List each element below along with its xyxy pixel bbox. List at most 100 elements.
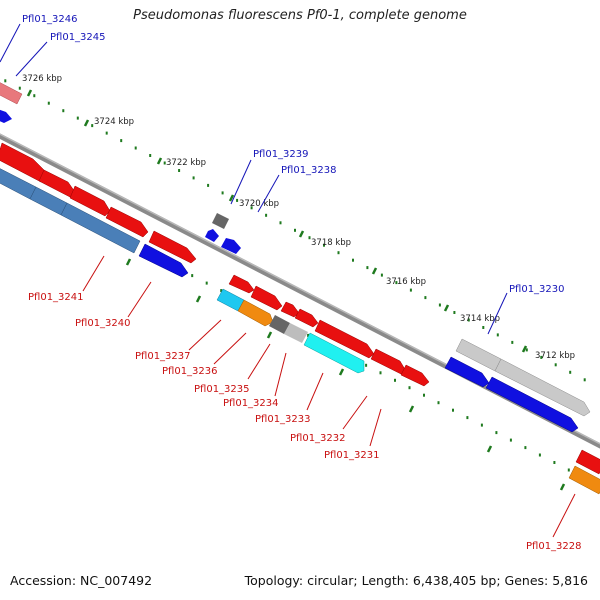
leader-line-top — [230, 159, 252, 205]
gene-feature-steelblue[interactable] — [60, 202, 141, 254]
minor-tick — [423, 393, 425, 397]
gene-feature-red[interactable] — [370, 348, 407, 375]
minor-tick — [149, 154, 152, 157]
gene-feature-blue[interactable] — [138, 243, 189, 278]
major-tick — [26, 89, 33, 97]
gene-label-bottom[interactable]: Pfl01_3241 — [28, 292, 84, 303]
minor-tick — [424, 296, 427, 300]
minor-tick — [76, 116, 79, 120]
minor-tick — [408, 386, 411, 390]
minor-tick — [366, 266, 369, 270]
gene-label-top[interactable]: Pfl01_3239 — [253, 149, 309, 160]
gene-feature-lightgrey[interactable] — [494, 358, 591, 417]
gene-feature-orange[interactable] — [568, 465, 600, 495]
label-leader-lines — [0, 23, 576, 538]
gene-feature-red[interactable] — [294, 308, 319, 328]
gene-feature-red[interactable] — [228, 274, 255, 294]
gene-label-bottom[interactable]: Pfl01_3237 — [135, 351, 191, 362]
minor-tick — [394, 378, 396, 382]
gene-feature-blue[interactable] — [444, 356, 490, 388]
leader-line-bottom — [247, 343, 271, 380]
gene-feature-red[interactable] — [280, 301, 300, 318]
minor-tick — [525, 348, 528, 352]
gene-feature-red[interactable] — [314, 319, 375, 359]
minor-tick — [91, 124, 94, 128]
gene-feature-orange[interactable] — [237, 299, 274, 327]
minor-tick — [409, 288, 412, 292]
leader-line-top — [0, 23, 21, 63]
gene-feature-red[interactable] — [575, 449, 600, 475]
minor-tick — [395, 281, 398, 285]
major-tick — [521, 345, 528, 353]
major-tick — [443, 304, 450, 312]
minor-tick — [495, 431, 498, 435]
minor-tick — [453, 311, 456, 314]
gene-feature-pink[interactable] — [0, 80, 23, 105]
leader-line-bottom — [342, 395, 368, 430]
accession-text: Accession: NC_007492 — [10, 573, 153, 588]
gene-feature-red[interactable] — [250, 285, 283, 311]
gene-feature-blue-small[interactable] — [221, 238, 241, 254]
minor-tick — [207, 183, 210, 187]
gene-features — [0, 80, 600, 495]
minor-tick — [352, 258, 354, 262]
gene-feature-blue[interactable] — [485, 376, 579, 433]
gene-feature-red[interactable] — [105, 206, 149, 238]
tick-label-3726: 3726 kbp — [22, 74, 62, 84]
leader-line-bottom — [127, 281, 152, 318]
minor-tick — [482, 326, 485, 329]
minor-tick — [18, 86, 21, 90]
gene-feature-grey[interactable] — [212, 213, 229, 229]
gene-label-bottom[interactable]: Pfl01_3234 — [223, 398, 279, 409]
gene-label-bottom[interactable]: Pfl01_3236 — [162, 366, 218, 377]
minor-tick — [120, 139, 123, 143]
minor-tick — [337, 251, 340, 255]
minor-tick — [191, 274, 194, 278]
gene-feature-blue-small[interactable] — [0, 108, 12, 123]
leader-line-bottom — [188, 319, 222, 351]
leader-line-bottom — [306, 372, 324, 411]
gene-feature-red[interactable] — [69, 185, 111, 217]
gene-label-top[interactable]: Pfl01_3238 — [281, 165, 337, 176]
minor-tick — [62, 109, 65, 113]
gene-label-bottom[interactable]: Pfl01_3233 — [255, 414, 311, 425]
major-tick — [298, 230, 305, 238]
minor-tick — [567, 468, 570, 472]
gene-label-bottom[interactable]: Pfl01_3228 — [526, 541, 582, 552]
major-tick — [371, 267, 378, 275]
gene-label-top[interactable]: Pfl01_3230 — [509, 284, 565, 295]
gene-label-bottom[interactable]: Pfl01_3235 — [194, 384, 250, 395]
major-ticks — [26, 89, 566, 491]
gene-feature-red[interactable] — [400, 364, 430, 387]
minor-tick — [221, 191, 224, 195]
minor-tick — [538, 453, 541, 457]
minor-tick — [480, 423, 483, 427]
gene-feature-red[interactable] — [148, 230, 197, 264]
major-tick — [156, 157, 163, 165]
minor-tick — [379, 371, 382, 375]
minor-tick — [540, 355, 543, 359]
gene-feature-cyan[interactable] — [303, 332, 365, 374]
minor-tick — [466, 416, 469, 420]
gene-feature-lightgrey[interactable] — [284, 323, 308, 343]
leader-line-bottom — [274, 352, 287, 397]
minor-tick — [192, 176, 195, 180]
minor-tick — [524, 446, 527, 450]
minor-tick — [569, 370, 572, 374]
gene-label-top[interactable]: Pfl01_3246 — [22, 14, 78, 25]
minor-tick — [380, 273, 383, 277]
gene-label-top[interactable]: Pfl01_3245 — [50, 32, 106, 43]
minor-tick — [583, 378, 586, 382]
gene-label-bottom[interactable]: Pfl01_3232 — [290, 433, 346, 444]
minor-tick — [265, 213, 268, 217]
gene-feature-blue-small[interactable] — [205, 229, 219, 242]
gene-label-bottom[interactable]: Pfl01_3240 — [75, 318, 131, 329]
minor-tick — [438, 303, 441, 307]
gene-label-bottom[interactable]: Pfl01_3231 — [324, 450, 380, 461]
leader-line-top — [487, 292, 508, 335]
gene-feature-grey[interactable] — [269, 315, 290, 334]
minor-tick — [236, 198, 239, 202]
major-tick — [486, 445, 493, 453]
